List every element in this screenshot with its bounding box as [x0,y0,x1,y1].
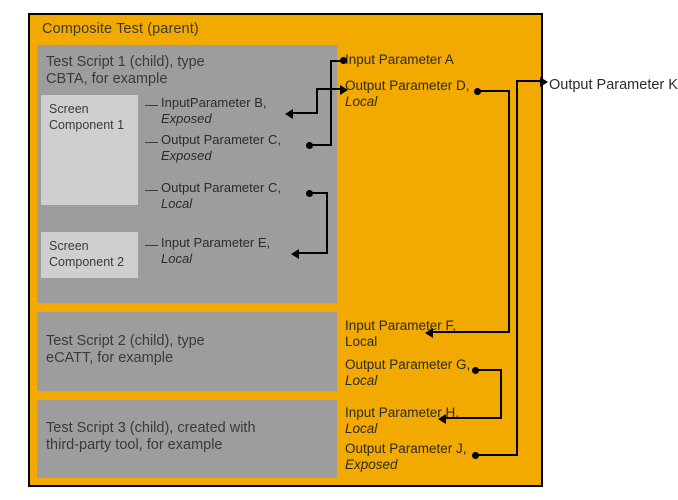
param-scope: Local [161,195,193,211]
test-script-2-label: Test Script 2 (child), type eCATT, for e… [46,333,205,366]
test-script-3-box: Test Script 3 (child), created with thir… [37,400,337,478]
screen-component-2-box: Screen Component 2 [41,232,138,278]
param-name: Output Parameter D, [345,78,470,93]
param-scope: Local [345,420,378,436]
param-name: InputParameter B, [161,95,267,110]
arrowhead-output-k [540,77,548,87]
arrowhead-input-f [425,328,433,338]
arrowhead-input-b [285,109,293,119]
dash-connector-c-exposed: — [145,134,158,149]
connector-line [476,454,518,456]
connector-line [508,90,510,333]
param-scope: Local [161,250,193,266]
connector-line [330,60,332,146]
param-name: Output Parameter G, [345,357,471,372]
param-output-parameter-k: Output Parameter K [549,77,678,93]
param-input-parameter-e: Input Parameter E, Local [161,235,270,266]
param-name: Output Parameter C, [161,180,281,195]
connector-dot-output-c-local [306,190,313,197]
test-script-1-label: Test Script 1 (child), type CBTA, for ex… [46,54,205,87]
param-output-parameter-d: Output Parameter D, Local [345,78,470,109]
param-name: Input Parameter A [345,52,454,67]
dash-connector-b: — [145,97,158,112]
param-input-parameter-f: Input Parameter F, Local [345,318,456,349]
connector-line [445,417,502,419]
dash-connector-e: — [145,237,158,252]
connector-line [432,331,510,333]
parent-title: Composite Test (parent) [42,21,199,37]
connector-line [330,60,344,62]
arrowhead-input-e [291,249,299,259]
connector-line [316,88,318,114]
param-input-parameter-b: InputParameter B, Exposed [161,95,267,126]
connector-line [310,192,328,194]
connector-line [316,88,342,90]
dash-connector-c-local: — [145,182,158,197]
connector-dot-output-g [472,367,479,374]
param-scope: Local [345,372,378,388]
connector-line [292,112,318,114]
param-scope: Exposed [345,456,398,472]
connector-dot-output-c-exposed [306,142,313,149]
param-scope: Exposed [161,110,212,126]
connector-line [500,369,502,419]
connector-line [516,80,542,82]
connector-line [326,192,328,254]
param-output-parameter-c-local: Output Parameter C, Local [161,180,281,211]
arrowhead-output-d [340,85,348,95]
param-input-parameter-h: Input Parameter H, Local [345,405,459,436]
param-name: Output Parameter J, [345,441,467,456]
connector-line [516,80,518,456]
connector-line [310,144,332,146]
connector-dot-input-a [340,57,347,64]
arrowhead-input-h [438,414,446,424]
param-name: Input Parameter H, [345,405,460,420]
connector-dot-output-j [472,452,479,459]
param-name: Input Parameter E, [161,235,271,250]
connector-dot-output-d [474,88,481,95]
param-scope: Local [345,333,378,349]
connector-line [298,252,328,254]
param-output-parameter-c-exposed: Output Parameter C, Exposed [161,132,281,163]
test-script-1-box: Test Script 1 (child), type CBTA, for ex… [37,45,337,303]
param-output-parameter-g: Output Parameter G, Local [345,357,470,388]
param-scope: Local [345,93,378,109]
param-output-parameter-j: Output Parameter J, Exposed [345,441,467,472]
screen-component-1-label: Screen Component 1 [49,102,125,132]
test-script-2-box: Test Script 2 (child), type eCATT, for e… [37,312,337,391]
connector-line [478,90,510,92]
connector-line [476,369,502,371]
screen-component-1-box: Screen Component 1 [41,95,138,205]
param-name: Output Parameter C, [161,132,281,147]
test-script-3-label: Test Script 3 (child), created with thir… [46,420,256,453]
param-input-parameter-a: Input Parameter A [345,52,454,68]
screen-component-2-label: Screen Component 2 [49,239,125,269]
param-scope: Exposed [161,147,212,163]
